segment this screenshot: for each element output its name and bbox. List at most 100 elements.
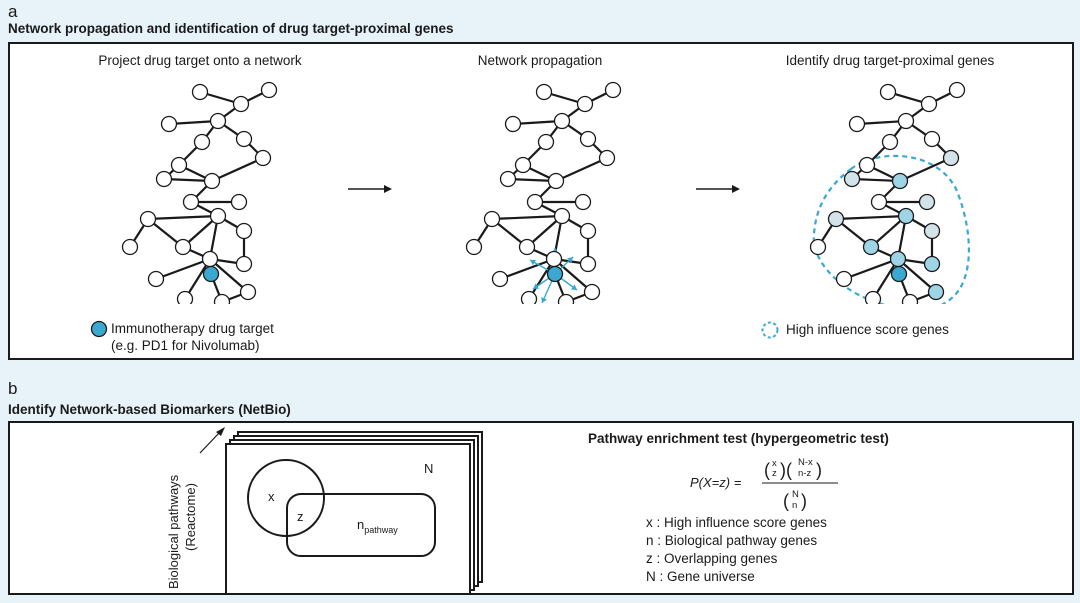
gene-node: [598, 149, 616, 167]
network-edge: [856, 119, 907, 126]
gene-node: [923, 222, 941, 240]
gene-node: [526, 193, 544, 211]
gene-node: [918, 193, 936, 211]
test-title: Pathway enrichment test (hypergeometric …: [588, 431, 889, 446]
network-edge: [209, 258, 249, 293]
propagation-arrowhead: [530, 259, 536, 266]
gene-node: [191, 83, 209, 101]
influence-boundary: [812, 154, 970, 304]
gene-node: [545, 250, 563, 268]
gene-node: [579, 255, 597, 273]
gene-node: [579, 222, 597, 240]
network-edge: [899, 156, 952, 183]
gene-node: [942, 149, 960, 167]
drug-target-node: [202, 265, 220, 283]
panel-a-title: Network propagation and identification o…: [8, 21, 454, 36]
gene-node: [879, 83, 897, 101]
gene-node: [553, 207, 571, 225]
influence-legend-icon: [761, 321, 779, 339]
gene-node: [809, 238, 827, 256]
network-edge: [512, 119, 563, 126]
svg-text:z: z: [772, 468, 777, 479]
gene-node: [465, 238, 483, 256]
gene-node: [504, 115, 522, 133]
gene-node: [139, 210, 157, 228]
stage1-label: Project drug target onto a network: [98, 53, 302, 68]
panel-b-title: Identify Network-based Biomarkers (NetBi…: [8, 402, 291, 417]
panel-a-letter: a: [8, 2, 18, 21]
network-edge: [155, 257, 211, 281]
gene-node: [557, 293, 575, 304]
drug-target-node: [546, 265, 564, 283]
gene-node: [843, 170, 861, 188]
gene-node: [848, 115, 866, 133]
svg-text:Biological pathways: Biological pathways: [166, 474, 181, 589]
gene-node: [583, 283, 601, 301]
panel-b-letter: b: [8, 379, 18, 398]
panel-b-box: Biological pathways (Reactome) x z npath…: [8, 421, 1074, 595]
svg-text:(: (: [783, 491, 789, 511]
network-original: [121, 81, 278, 304]
gene-node: [574, 193, 592, 211]
definition-z: z : Overlapping genes: [646, 551, 778, 566]
gene-node: [514, 156, 532, 174]
gene-node: [176, 290, 194, 304]
gene-node: [870, 193, 888, 211]
gene-node: [209, 112, 227, 130]
gene-node: [209, 207, 227, 225]
gene-node: [518, 238, 536, 256]
gene-node: [547, 172, 565, 190]
hypergeometric-formula: P(X=z) = ( x z )( N-x n-z ) ( N n ): [690, 457, 838, 511]
definition-n: n : Biological pathway genes: [646, 533, 818, 548]
gene-node: [535, 83, 553, 101]
gene-node: [147, 270, 165, 288]
gene-node: [923, 130, 941, 148]
svg-text:)(: )(: [780, 460, 792, 480]
gene-node: [203, 172, 221, 190]
gene-node: [835, 270, 853, 288]
network-edge: [491, 214, 563, 221]
target-legend-icon: [90, 320, 108, 338]
network-propagation: [465, 81, 622, 304]
gene-node: [213, 293, 231, 304]
gene-node: [155, 170, 173, 188]
gene-node: [239, 283, 257, 301]
gene-node: [553, 112, 571, 130]
gene-node: [881, 133, 899, 151]
gene-node: [182, 193, 200, 211]
gene-node: [260, 81, 278, 99]
gene-node: [235, 130, 253, 148]
network-proximal: [809, 81, 970, 304]
gene-node: [901, 293, 919, 304]
gene-node: [170, 156, 188, 174]
venn-universe-label: N: [424, 461, 433, 476]
gene-node: [948, 81, 966, 99]
gene-node: [920, 95, 938, 113]
gene-node: [897, 207, 915, 225]
propagation-arrowhead: [567, 257, 573, 263]
drug-target-node: [890, 265, 908, 283]
network-edge: [211, 156, 264, 183]
network-edge: [168, 119, 219, 126]
venn-x-label: x: [268, 489, 275, 504]
svg-text:): ): [801, 491, 807, 511]
gene-node: [201, 250, 219, 268]
venn-n-label: npathway: [357, 517, 398, 535]
gene-node: [923, 255, 941, 273]
gene-node: [232, 95, 250, 113]
gene-node: [230, 193, 248, 211]
svg-text:n-z: n-z: [798, 468, 811, 479]
gene-node: [235, 255, 253, 273]
propagation-arrowhead: [541, 297, 547, 303]
svg-text:x: x: [772, 458, 777, 469]
network-edge: [555, 156, 608, 183]
svg-text:N-x: N-x: [798, 457, 813, 468]
propagation-arrowhead: [533, 283, 539, 289]
svg-text:n: n: [792, 500, 797, 511]
gene-node: [235, 222, 253, 240]
gene-node: [604, 81, 622, 99]
definition-universe: N : Gene universe: [646, 569, 755, 584]
network-edge: [147, 214, 219, 221]
propagation-arrowhead: [571, 284, 577, 290]
gene-node: [537, 133, 555, 151]
